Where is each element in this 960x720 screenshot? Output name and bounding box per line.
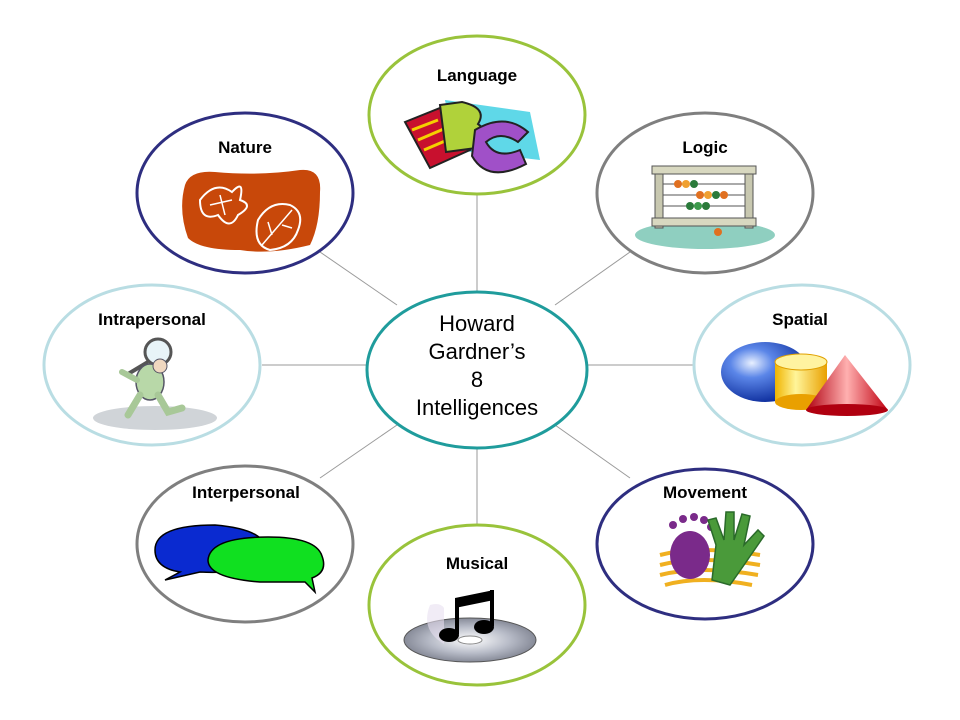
node-label-language: Language <box>437 66 517 85</box>
node-label-movement: Movement <box>663 483 747 502</box>
node-label-nature: Nature <box>218 138 272 157</box>
node-label-musical: Musical <box>446 554 508 573</box>
node-language: Language <box>367 34 587 196</box>
node-spatial: Spatial <box>692 283 912 447</box>
center-node: Howard Gardner’s 8 Intelligences <box>365 290 589 450</box>
node-label-intrapersonal: Intrapersonal <box>98 310 206 329</box>
node-label-spatial: Spatial <box>772 310 828 329</box>
3d-shapes-icon <box>721 342 888 416</box>
connector-lines <box>262 180 693 528</box>
music-note-cd-icon <box>403 590 537 663</box>
speech-bubbles-icon <box>154 524 325 595</box>
connector-logic <box>554 251 631 306</box>
connector-interpersonal <box>319 424 398 479</box>
leaves-icon <box>182 169 321 252</box>
node-movement: Movement <box>595 467 815 621</box>
magnifying-glass-person-icon <box>93 337 217 430</box>
connector-movement <box>554 424 631 479</box>
center-line-1: Howard <box>439 311 515 336</box>
center-line-3: 8 <box>471 367 483 392</box>
abc-letters-icon <box>403 100 540 174</box>
footprint-handprint-icon <box>659 511 765 587</box>
node-nature: Nature <box>135 111 355 275</box>
node-label-logic: Logic <box>682 138 727 157</box>
node-interpersonal: Interpersonal <box>135 464 355 624</box>
node-intrapersonal: Intrapersonal <box>42 283 262 447</box>
node-label-interpersonal: Interpersonal <box>192 483 300 502</box>
connector-nature <box>319 251 398 306</box>
center-line-4: Intelligences <box>416 395 538 420</box>
node-musical: Musical <box>367 523 587 687</box>
abacus-icon <box>635 165 775 249</box>
center-line-2: Gardner’s <box>428 339 525 364</box>
node-logic: Logic <box>595 111 815 275</box>
